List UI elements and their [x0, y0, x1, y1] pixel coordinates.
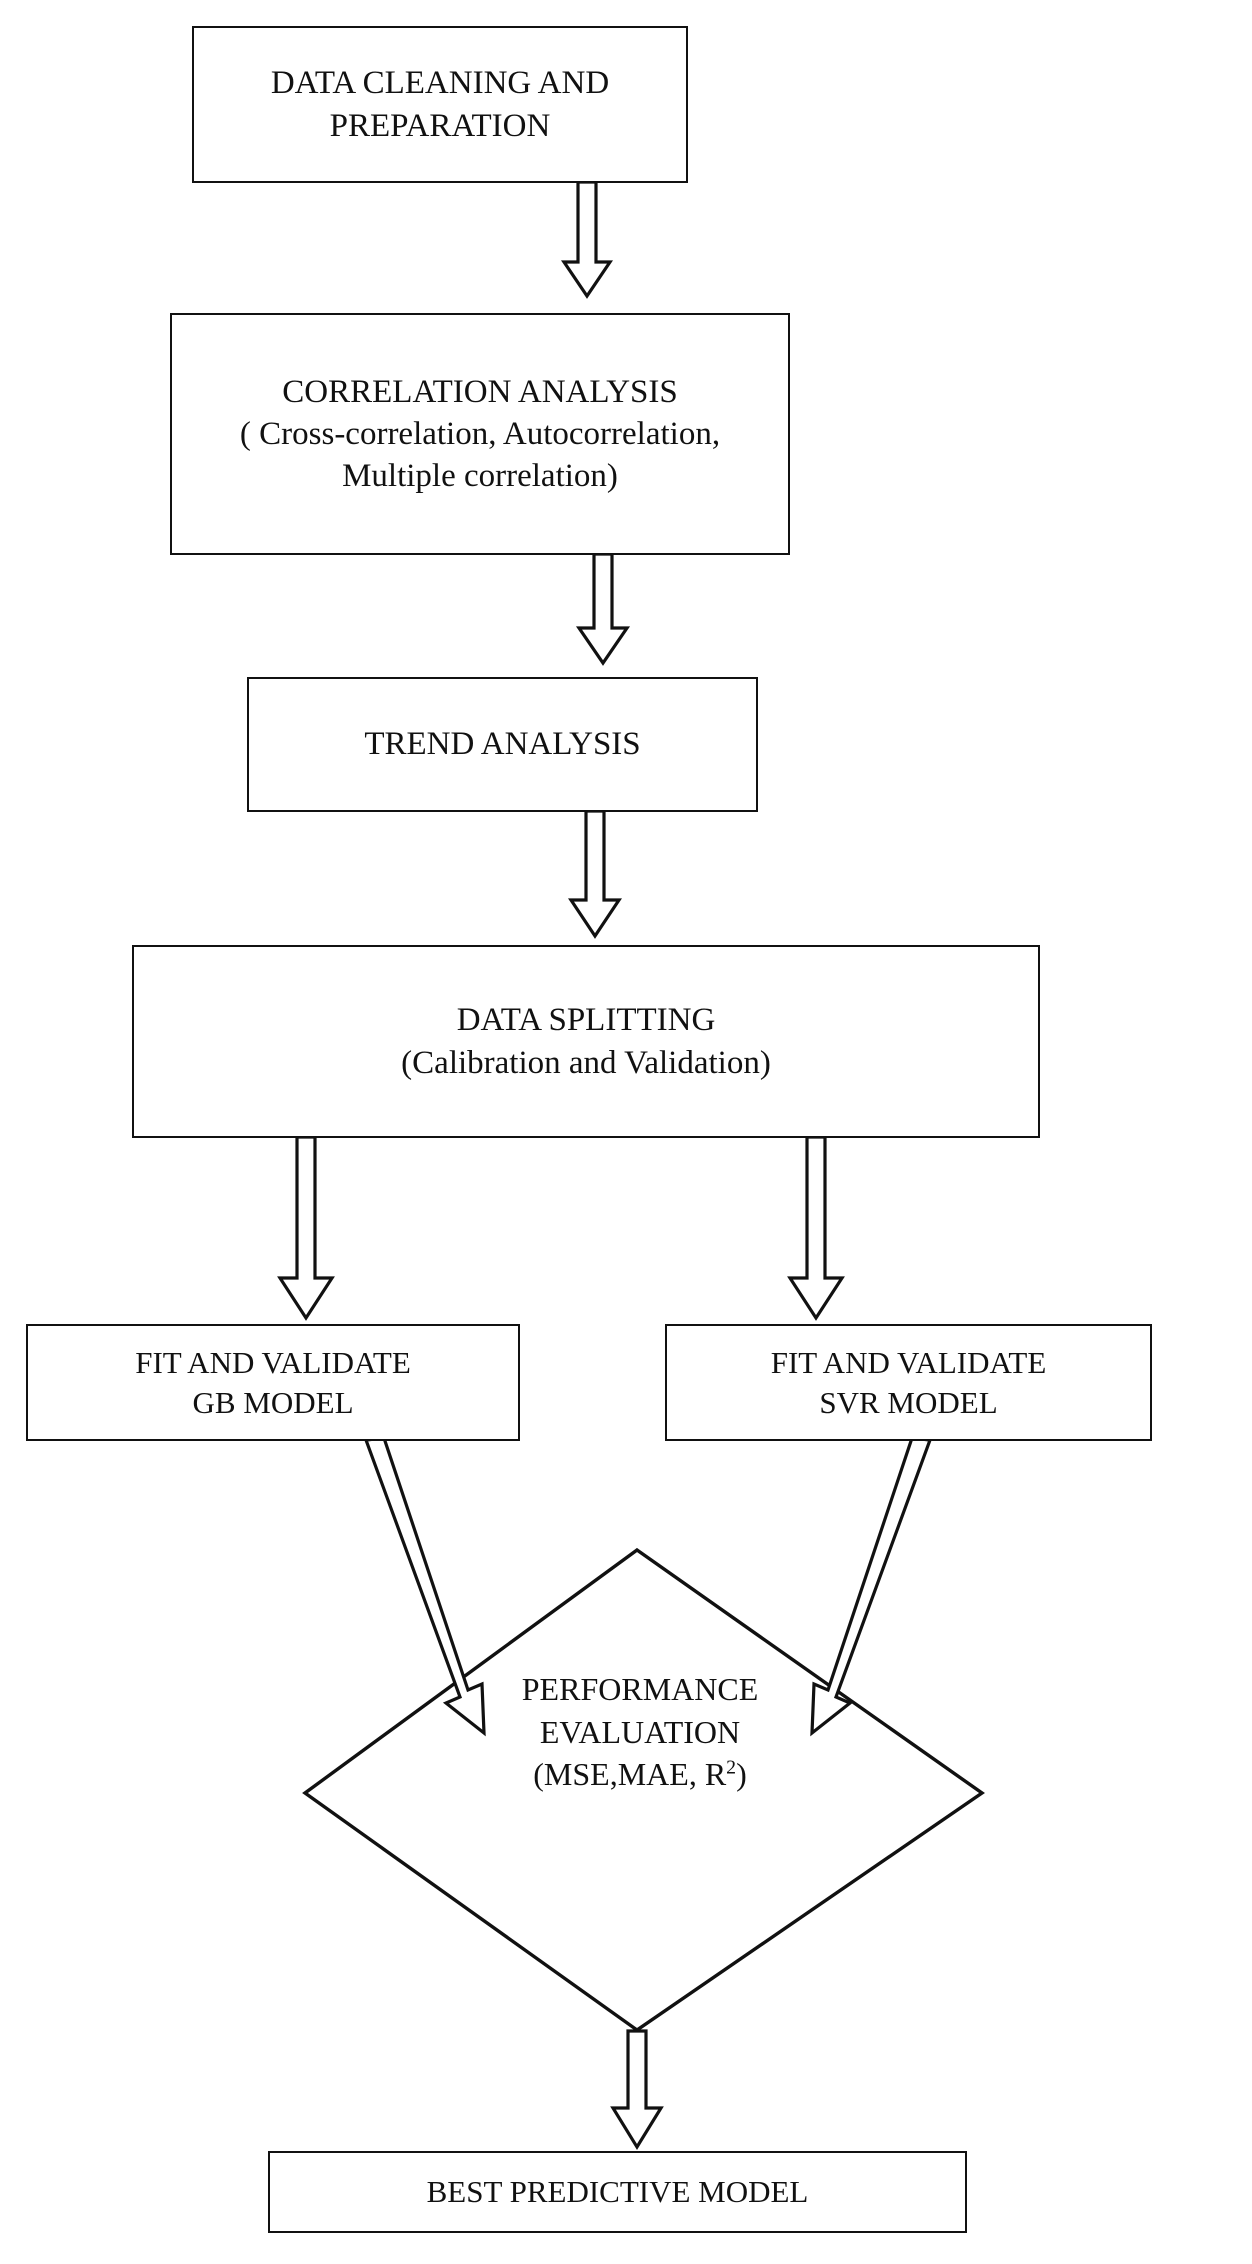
node-fit-validate-svr-line-1: FIT AND VALIDATE	[770, 1344, 1047, 1380]
node-fit-validate-gb-line-1: FIT AND VALIDATE	[135, 1344, 411, 1380]
node-fit-validate-gb-line-2: GB MODEL	[192, 1384, 354, 1420]
node-performance-evaluation-line-2: EVALUATION	[539, 1713, 741, 1750]
node-data-cleaning[interactable]: DATA CLEANING AND PREPARATION	[192, 26, 688, 183]
node-performance-evaluation-line-1: PERFORMANCE	[521, 1671, 759, 1707]
node-correlation-analysis[interactable]: CORRELATION ANALYSIS ( Cross-correlation…	[170, 313, 790, 555]
node-performance-evaluation-line-3: (MSE,MAE, R2)	[385, 1753, 895, 1796]
node-correlation-analysis-line-3: Multiple correlation)	[342, 458, 618, 495]
edge-corr-to-trend-arrow	[575, 552, 631, 666]
node-fit-validate-gb[interactable]: FIT AND VALIDATE GB MODEL	[26, 1324, 520, 1441]
edge-perf-to-best-arrow	[610, 2029, 664, 2151]
perf-metrics-tail: )	[736, 1756, 747, 1793]
node-correlation-analysis-line-1: CORRELATION ANALYSIS	[282, 373, 678, 410]
node-trend-analysis[interactable]: TREND ANALYSIS	[247, 677, 758, 812]
node-fit-validate-svr[interactable]: FIT AND VALIDATE SVR MODEL	[665, 1324, 1152, 1441]
edge-split-to-svr-arrow	[787, 1135, 845, 1321]
node-best-predictive-model-line-1: BEST PREDICTIVE MODEL	[426, 2174, 809, 2210]
node-data-cleaning-line-1: DATA CLEANING AND	[270, 65, 610, 102]
node-data-cleaning-line-2: PREPARATION	[329, 107, 551, 144]
node-correlation-analysis-line-2: ( Cross-correlation, Autocorrelation,	[239, 415, 721, 452]
node-performance-evaluation-label: PERFORMANCE EVALUATION (MSE,MAE, R2)	[385, 1668, 895, 1796]
edge-clean-to-corr-arrow	[560, 180, 614, 299]
node-data-splitting-line-1: DATA SPLITTING	[456, 1002, 716, 1039]
node-trend-analysis-line-1: TREND ANALYSIS	[364, 726, 641, 763]
node-fit-validate-svr-line-2: SVR MODEL	[819, 1384, 998, 1420]
edge-gb-to-perf-arrow	[363, 1436, 486, 1737]
perf-metrics-text: (MSE,MAE, R	[533, 1756, 727, 1793]
edge-split-to-gb-arrow	[277, 1135, 335, 1321]
node-data-splitting[interactable]: DATA SPLITTING (Calibration and Validati…	[132, 945, 1040, 1138]
node-data-splitting-line-2: (Calibration and Validation)	[401, 1044, 771, 1081]
edge-svr-to-perf-arrow	[810, 1436, 933, 1737]
node-best-predictive-model[interactable]: BEST PREDICTIVE MODEL	[268, 2151, 967, 2233]
edge-trend-to-split-arrow	[568, 809, 622, 939]
perf-metrics-superscript: 2	[726, 1756, 737, 1779]
